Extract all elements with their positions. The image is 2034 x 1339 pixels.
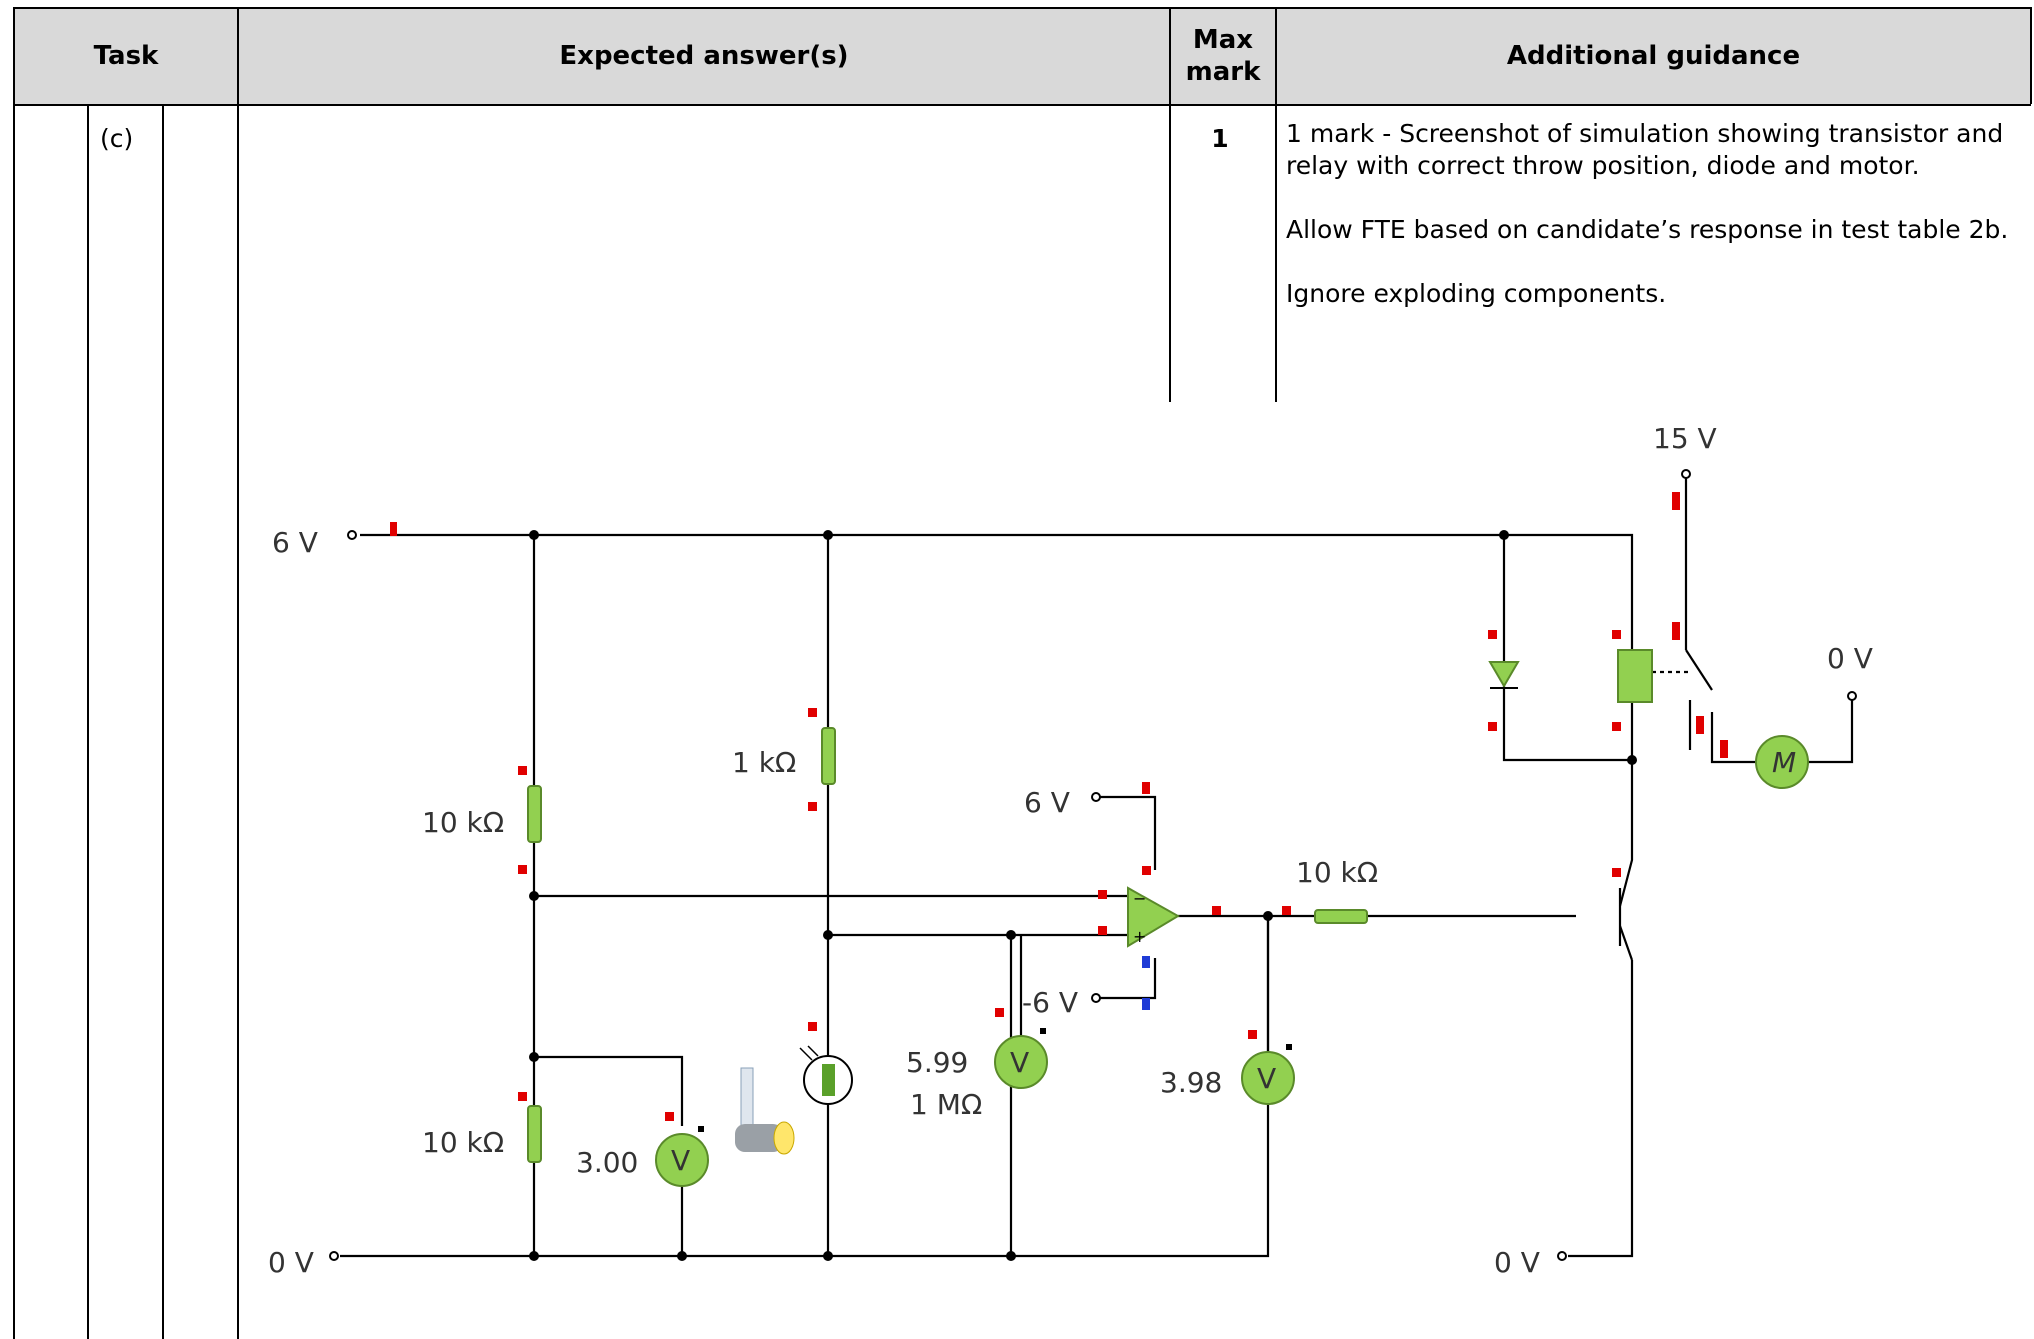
guidance-paragraph: Ignore exploding components. [1286, 279, 1667, 308]
header-expected-answers: Expected answer(s) [559, 40, 849, 71]
table-header-background [13, 7, 2031, 104]
status-dots [698, 1028, 1292, 1132]
label-motor-0v: 0 V [1827, 642, 1873, 675]
label-15v-supply: 15 V [1653, 422, 1717, 455]
table-right-border [2030, 7, 2032, 104]
label-resistor-1m: 1 MΩ [910, 1088, 982, 1121]
header-max-mark: Max mark [1171, 7, 1275, 104]
opamp-minus-sign: − [1133, 889, 1146, 908]
table-top-border [13, 7, 2031, 9]
header-bottom-border [13, 104, 2031, 106]
guidance-paragraph: Allow FTE based on candidate’s response … [1286, 215, 2009, 244]
supply-terminals [329, 469, 1857, 1261]
circuit-wires [340, 478, 1854, 1258]
lamp-icon [735, 1067, 795, 1155]
resistors [527, 727, 1368, 1163]
opamp-symbol [1127, 886, 1180, 948]
voltmeter-letter: V [671, 1144, 690, 1177]
reading-output-voltage: 3.98 [1160, 1066, 1222, 1099]
ldr-symbol [799, 1045, 853, 1105]
table-left-border [13, 7, 15, 1339]
voltmeter-letter: V [1257, 1062, 1276, 1095]
header-max-mark-line1: Max [1192, 24, 1254, 55]
task-col-divider-2 [162, 104, 164, 1339]
maxmark-col-right-border [1275, 7, 1277, 402]
motor-symbol [1755, 735, 1809, 789]
subpart-label: (c) [100, 124, 134, 153]
label-resistor-1k: 1 kΩ [732, 746, 796, 779]
voltmeters [655, 1035, 1295, 1187]
task-col-right-border [237, 7, 239, 1339]
label-opamp-negative-supply: -6 V [1022, 986, 1078, 1019]
label-resistor-10k-bottom: 10 kΩ [422, 1126, 504, 1159]
diode-symbol [1488, 661, 1520, 689]
label-6v-supply: 6 V [272, 526, 318, 559]
task-col-divider-1 [87, 104, 89, 1339]
label-transistor-0v: 0 V [1494, 1246, 1540, 1279]
max-mark-value: 1 [1211, 124, 1229, 153]
label-0v-rail: 0 V [268, 1246, 314, 1279]
label-resistor-10k-top: 10 kΩ [422, 806, 504, 839]
voltmeter-letter: V [1010, 1046, 1029, 1079]
header-additional-guidance: Additional guidance [1506, 40, 1801, 71]
motor-letter: M [1772, 746, 1796, 779]
opamp-plus-sign: + [1133, 927, 1146, 946]
reading-ldr-voltage: 5.99 [906, 1046, 968, 1079]
logic-state-markers-low [1142, 956, 1150, 1010]
header-task: Task [93, 40, 159, 71]
guidance-paragraph: 1 mark - Screenshot of simulation showin… [1286, 119, 2004, 180]
reading-divider-voltage: 3.00 [576, 1146, 638, 1179]
logic-state-markers [390, 492, 1728, 1121]
relay-coil [1617, 649, 1653, 703]
expected-col-right-border [1169, 7, 1171, 402]
additional-guidance-text: 1 mark - Screenshot of simulation showin… [1286, 118, 2014, 342]
circuit-junctions [529, 530, 1637, 1261]
label-resistor-10k-base: 10 kΩ [1296, 856, 1378, 889]
header-max-mark-line2: mark [1185, 56, 1261, 87]
label-opamp-positive-supply: 6 V [1024, 786, 1070, 819]
